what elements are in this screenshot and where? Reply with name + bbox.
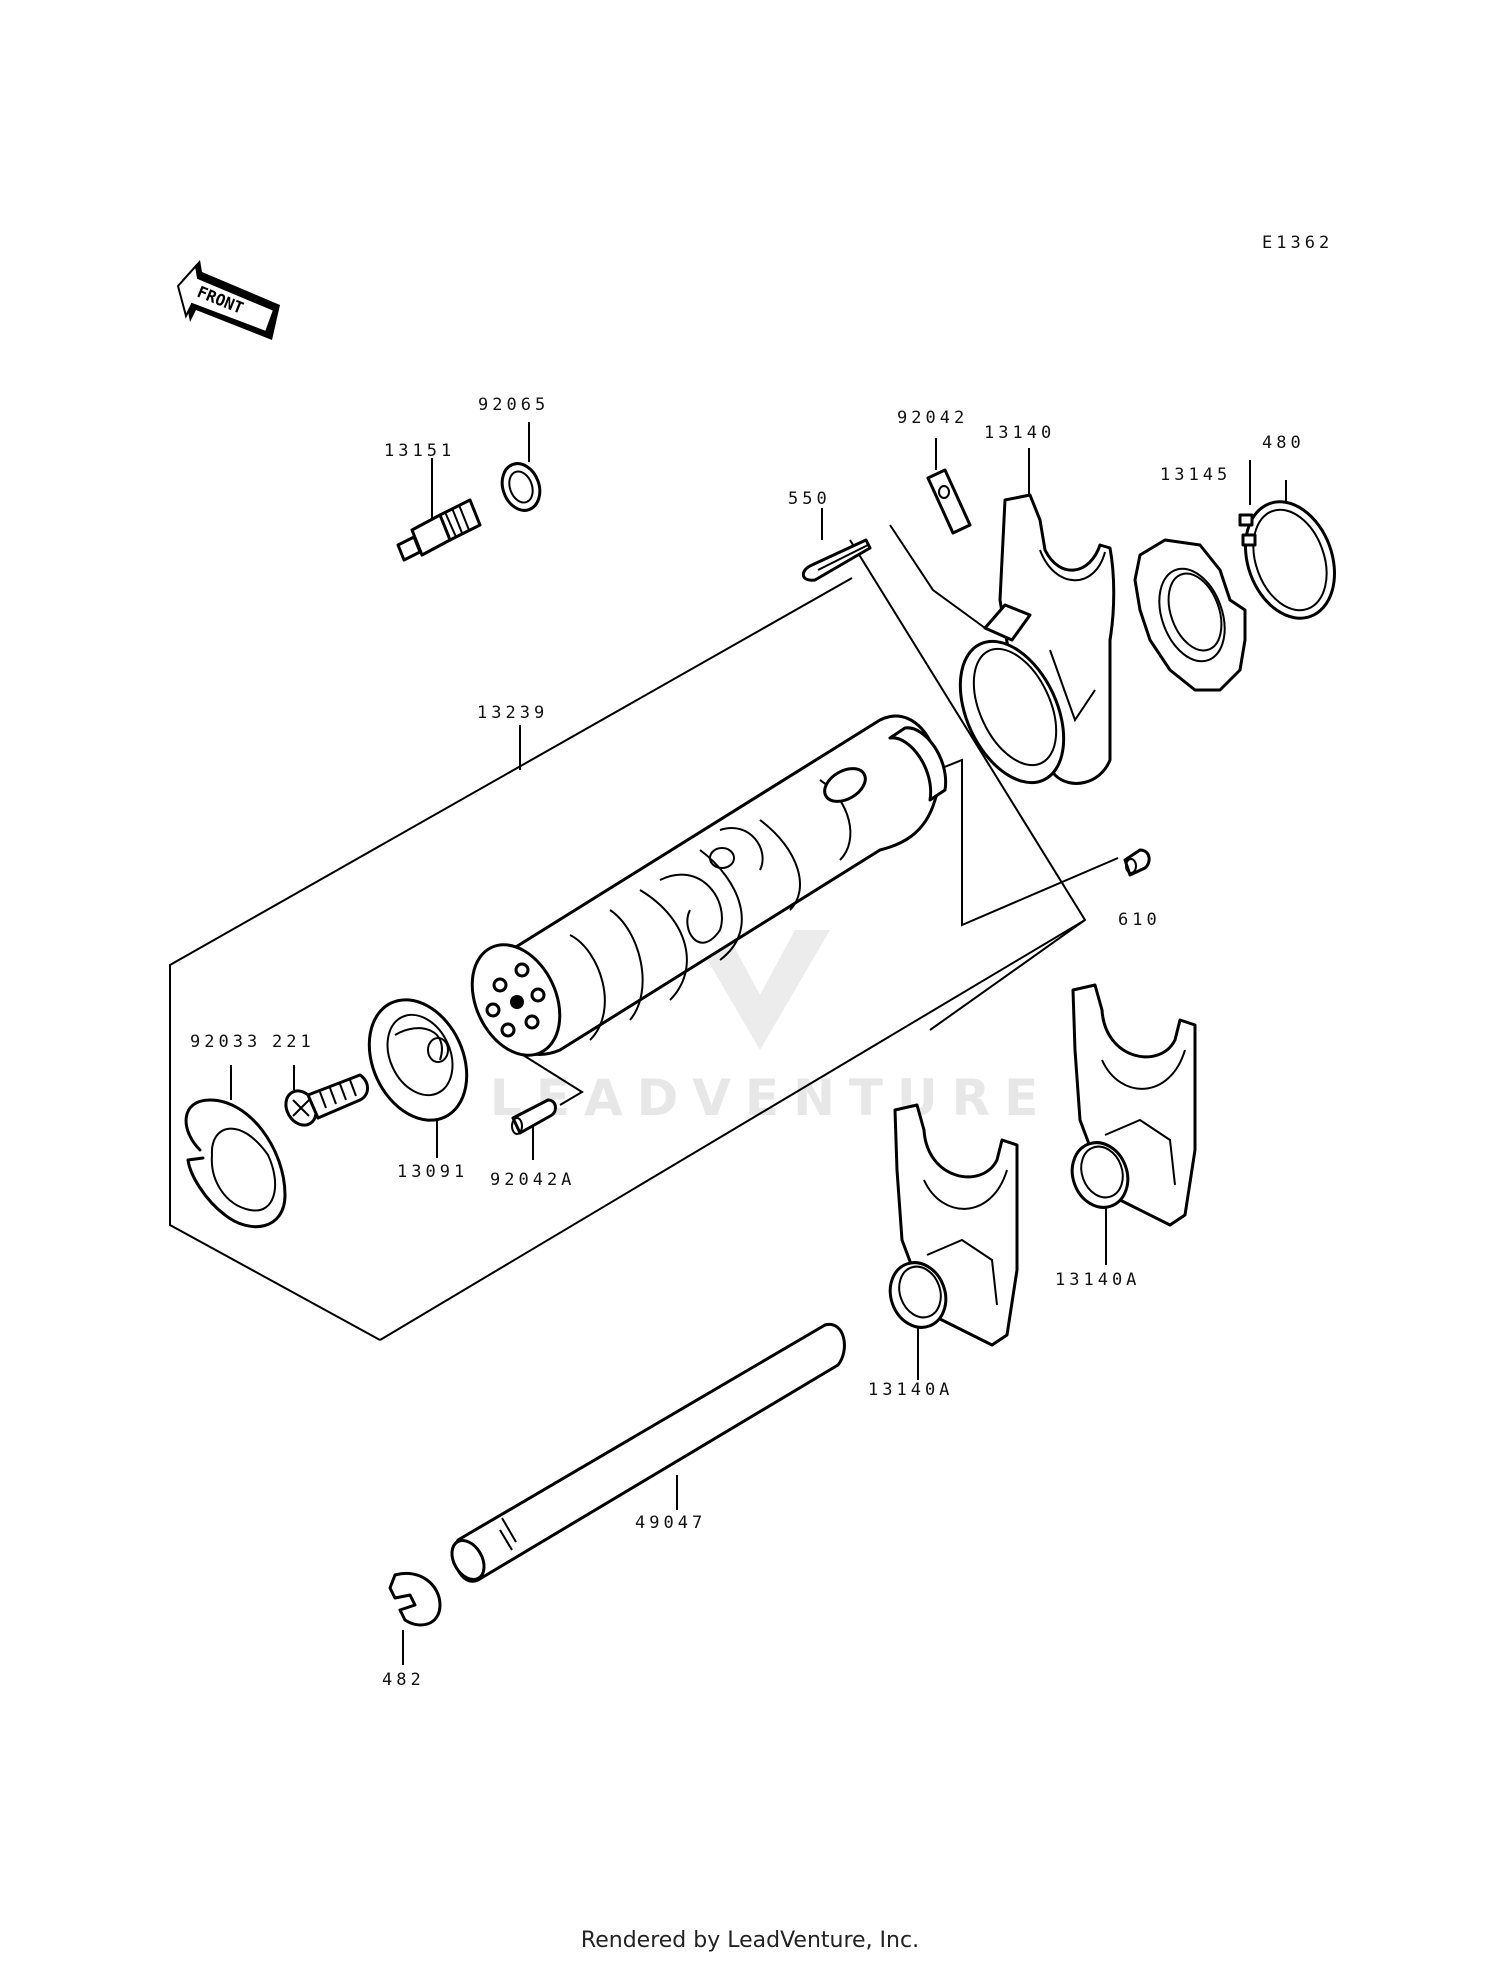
label-13140: 13140 <box>984 423 1055 443</box>
label-550: 550 <box>788 489 831 509</box>
shaft-49047 <box>450 1323 846 1583</box>
screw-221 <box>284 1073 369 1127</box>
label-13145: 13145 <box>1160 465 1231 485</box>
pin-92042A <box>511 1098 557 1135</box>
label-221: 221 <box>272 1032 315 1052</box>
label-92042: 92042 <box>897 408 968 428</box>
label-92042A: 92042A <box>490 1170 575 1190</box>
label-13140A-right: 13140A <box>1055 1270 1140 1290</box>
shift-fork-13140A-right <box>1070 983 1197 1227</box>
part-labels: 92065 13151 92042 13140 13145 480 550 13… <box>190 395 1305 1690</box>
ring-92033 <box>184 1098 287 1229</box>
holder-13145 <box>1133 538 1247 692</box>
circlip-480 <box>1238 500 1336 620</box>
label-13239: 13239 <box>477 703 548 723</box>
shift-drum-13239 <box>470 714 948 1057</box>
shift-fork-13140A-left <box>888 1103 1019 1347</box>
neutral-switch-13151 <box>396 498 482 562</box>
label-92033: 92033 <box>190 1032 261 1052</box>
watermark-text: LEADVENTURE <box>490 1069 1052 1127</box>
cotter-pin-550 <box>801 538 872 582</box>
label-480: 480 <box>1262 433 1305 453</box>
label-13091: 13091 <box>397 1162 468 1182</box>
pin-92042 <box>926 468 972 535</box>
label-92065: 92065 <box>478 395 549 415</box>
front-arrow-icon: FRONT <box>176 260 280 340</box>
label-13140A-left: 13140A <box>868 1380 953 1400</box>
e-clip-482 <box>388 1572 442 1627</box>
label-49047: 49047 <box>635 1513 706 1533</box>
label-610: 610 <box>1118 910 1161 930</box>
label-482: 482 <box>382 1670 425 1690</box>
plate-13091 <box>367 998 469 1122</box>
pin-610 <box>1123 848 1151 877</box>
diagram-code: E1362 <box>1262 233 1333 253</box>
shift-fork-13140 <box>958 493 1116 785</box>
label-13151: 13151 <box>384 441 455 461</box>
leader-lines <box>169 422 1287 1665</box>
washer-92065 <box>500 462 542 512</box>
watermark: LEADVENTURE <box>490 930 1052 1127</box>
footer-credit: Rendered by LeadVenture, Inc. <box>580 1928 920 1953</box>
